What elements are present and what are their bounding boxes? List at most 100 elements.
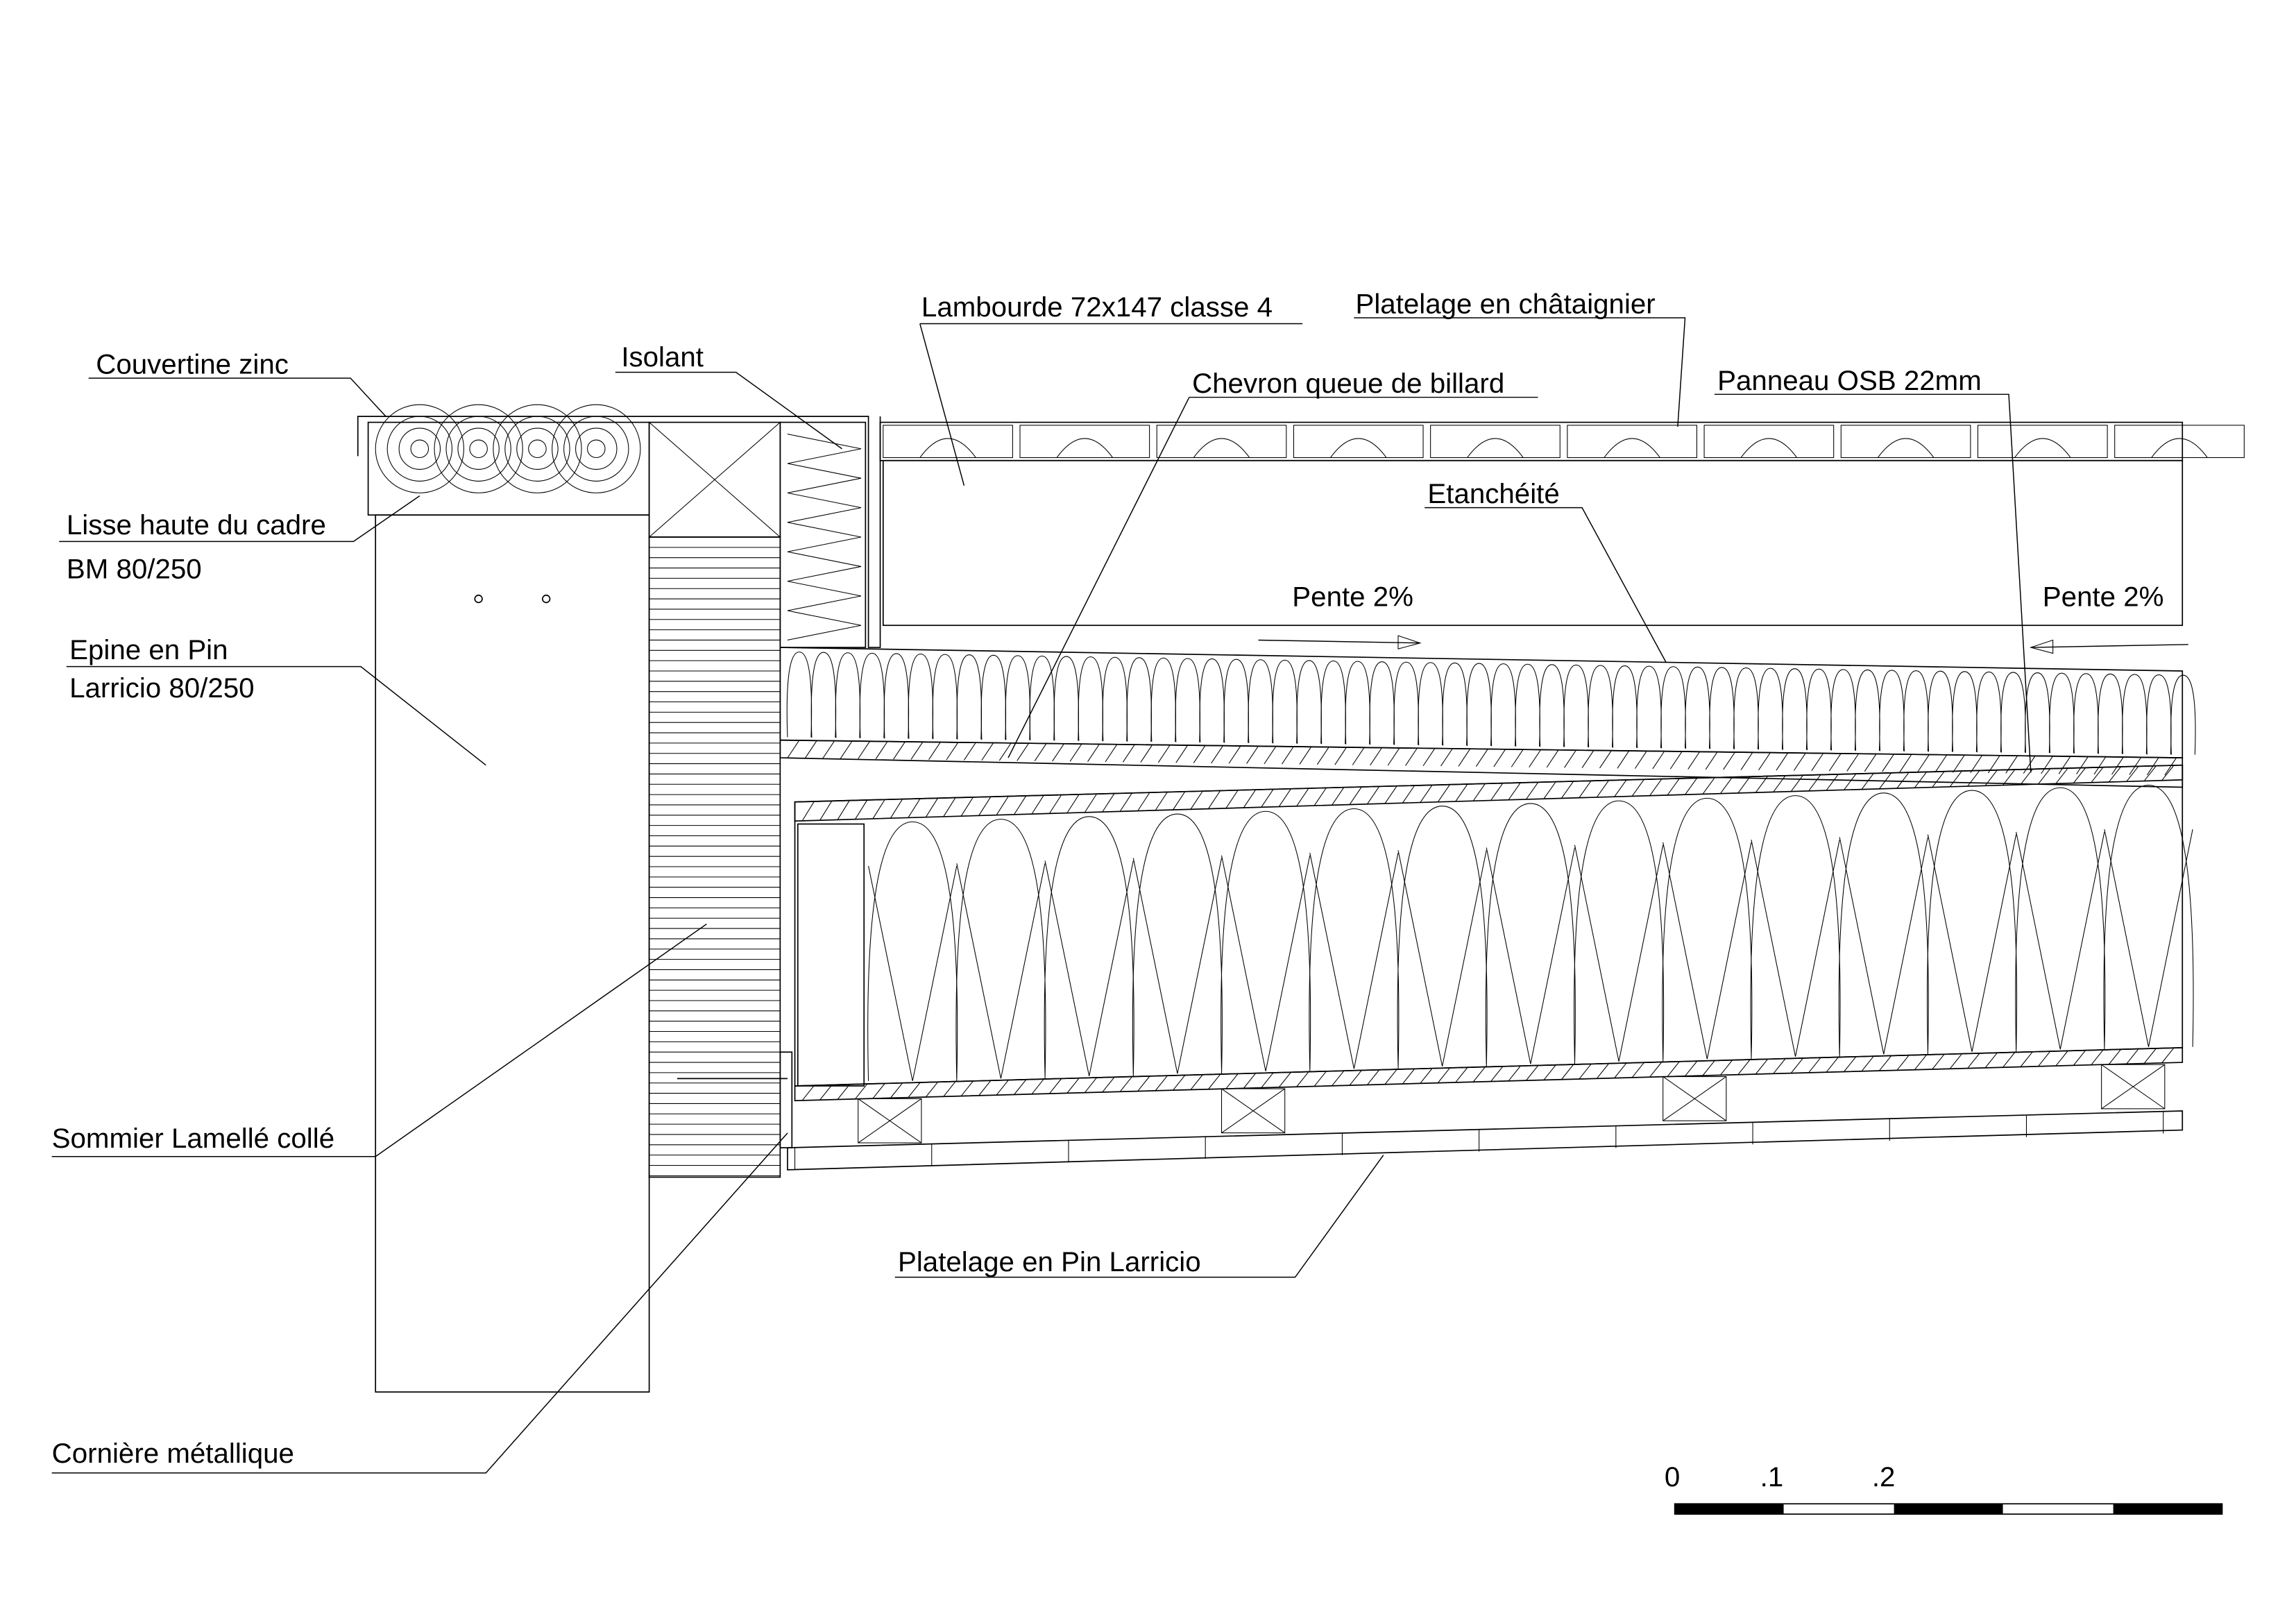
hatch-line [2108, 1049, 2121, 1065]
hatch-line [858, 740, 871, 759]
hatch-line [855, 800, 867, 819]
hatch-line [1953, 754, 1965, 773]
batten-cross [858, 1098, 922, 1144]
wood-grain [1056, 438, 1114, 458]
hatch-line [1508, 1066, 1521, 1082]
hatch-line [2002, 770, 2015, 785]
hatch-line [2126, 1048, 2139, 1064]
hatch-line [1157, 745, 1171, 763]
insulation-cross [1486, 847, 1575, 1064]
wood-grain-ring [528, 439, 547, 459]
hatch-line [925, 798, 938, 817]
hatch-line [1193, 745, 1206, 763]
hatch-line [1225, 1073, 1239, 1089]
hatch-line [1899, 754, 1912, 772]
insulation-loop [2098, 673, 2123, 754]
hatch-line [928, 742, 941, 760]
hatch-line [1596, 780, 1609, 798]
hatch-line [2164, 757, 2177, 776]
hatch-line [1084, 794, 1097, 813]
insulation-loop [786, 652, 813, 738]
wood-grain [1467, 438, 1524, 458]
hatch-line [855, 1084, 867, 1100]
hatch-line [1844, 774, 1856, 790]
hatch-line [1440, 748, 1453, 767]
wood-grain-ring [375, 404, 464, 493]
insulation-cross [956, 863, 1046, 1079]
hatch-line [1087, 743, 1100, 762]
hatch-line [996, 1080, 1009, 1096]
hatch-line [1155, 792, 1168, 811]
hatch-line [875, 741, 888, 760]
hatch-line [960, 1081, 973, 1096]
label-platelage-pin: Platelage en Pin Larricio [898, 1246, 1201, 1277]
insulation-loop [2025, 672, 2050, 754]
insulation-loop [1838, 792, 1929, 1055]
hatch-line [1652, 751, 1665, 770]
hatch-line [1246, 745, 1259, 764]
insulation-cross [1309, 852, 1399, 1069]
wood-grain-ring [563, 416, 629, 482]
hatch-line [1367, 786, 1379, 805]
hatch-line [1949, 771, 1962, 788]
hatch-line [2002, 1052, 2015, 1068]
hatch-line [1879, 1055, 1891, 1071]
hatch-line [2073, 1050, 2086, 1066]
insulation-loop [1442, 662, 1468, 746]
insulation-loop [955, 819, 1046, 1079]
hatch-line [1596, 1063, 1609, 1079]
hatch-line [1299, 746, 1312, 765]
insulation-loop [1515, 663, 1540, 747]
hatch-line [2073, 767, 2086, 783]
hatch-line [998, 742, 1012, 761]
hatch-line [1387, 747, 1400, 766]
deck-board [1019, 425, 1150, 459]
insulation-loop [1397, 806, 1488, 1067]
hatch-line [1882, 754, 1895, 772]
hatch-line [925, 1082, 938, 1098]
label-epine-dim: Larricio 80/250 [69, 672, 254, 704]
insulation-loop [1952, 671, 1978, 752]
hatch-line [1402, 1069, 1415, 1085]
hatch-line [1014, 796, 1026, 815]
batten [1221, 1088, 1286, 1134]
hatch-line [1278, 788, 1291, 807]
hatch-line [1208, 790, 1221, 809]
hatch-line [2126, 766, 2139, 782]
hatch-line [2055, 1051, 2068, 1067]
hatch-line [1755, 1059, 1768, 1075]
hatch-line [1685, 1061, 1697, 1077]
insulation-loop [2122, 674, 2148, 754]
hatch-line [943, 1081, 956, 1097]
insulation-loop [1612, 665, 1638, 748]
osb-bottom [794, 1046, 2184, 1102]
hatch-line [1031, 1079, 1044, 1095]
hatch-line [2111, 756, 2124, 775]
batten [1663, 1076, 1727, 1121]
hatch-line [2055, 768, 2068, 784]
wood-grain-ring [575, 427, 618, 470]
insulation-zigzag [787, 492, 862, 523]
insulation-loop [1660, 666, 1686, 749]
insulation-cross [2104, 829, 2193, 1047]
deck-board [1840, 425, 1971, 459]
hatch-line [1422, 748, 1436, 767]
hatch-line [1579, 1064, 1592, 1080]
scale-tick-2: .2 [1872, 1461, 1896, 1493]
hatch-line [1402, 785, 1415, 804]
hatch-line [978, 797, 992, 816]
hatch-line [2038, 768, 2050, 785]
insulation-loop [1879, 670, 1905, 751]
hatch-line [2020, 1051, 2033, 1067]
lambourde-space [882, 459, 2184, 627]
hatch-line [1175, 745, 1189, 763]
hatch-line [1723, 751, 1736, 770]
hatch-line [2041, 756, 2054, 774]
insulation-cross [1397, 850, 1487, 1067]
insulation-loop [810, 652, 837, 738]
insulation-loop [1102, 656, 1128, 742]
hatch-line [1332, 787, 1344, 806]
hatch-line [1119, 1076, 1132, 1092]
wood-grain [1740, 438, 1798, 458]
